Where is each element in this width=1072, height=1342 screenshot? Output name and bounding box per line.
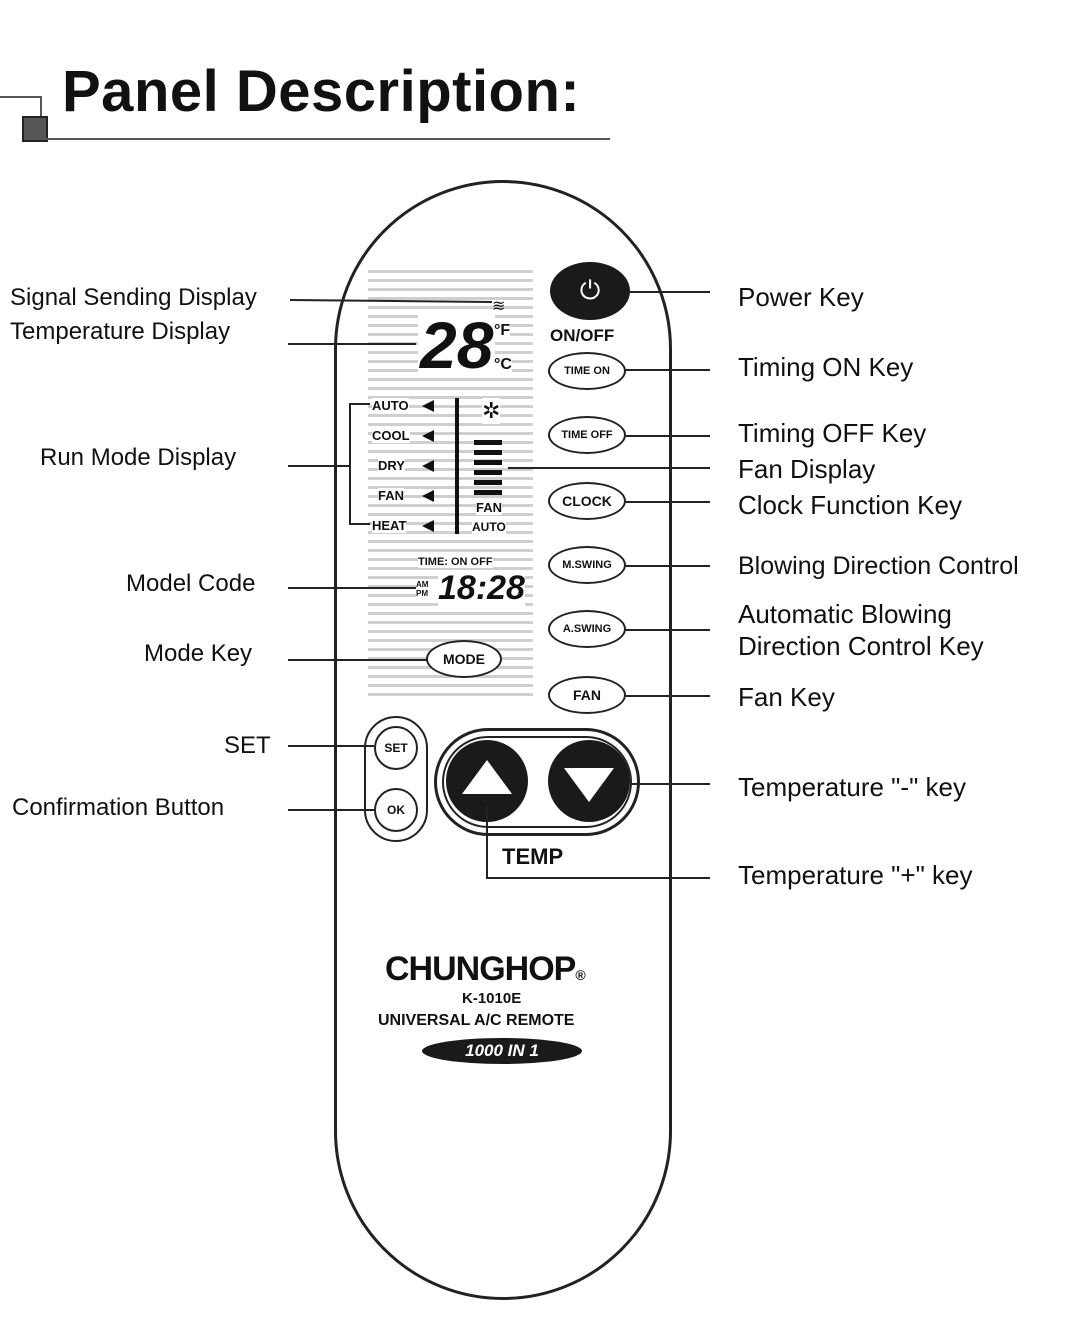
label-set: SET [224, 732, 271, 759]
remote-body [334, 180, 672, 1300]
lcd-mode-auto: AUTO [372, 398, 409, 413]
heading-rule [40, 138, 610, 140]
lcd-fan-auto: AUTO [472, 520, 506, 534]
fan-speed-bars [474, 440, 502, 495]
label-signal-sending: Signal Sending Display [10, 284, 257, 311]
label-mode-key: Mode Key [144, 640, 253, 667]
remote-description: UNIVERSAL A/C REMOTE [378, 1012, 575, 1029]
power-label: ON/OFF [550, 326, 615, 345]
lcd-timer-label: TIME: ON OFF [418, 556, 493, 568]
signal-icon: ≋ [492, 298, 506, 315]
leader-signal [289, 299, 493, 303]
lcd-am-pm: AM PM [416, 580, 438, 598]
mode-arrow-cool [422, 430, 434, 442]
label-fan-display: Fan Display [738, 454, 876, 484]
mode-arrow-fan [422, 490, 434, 502]
lcd-unit-f: °F [494, 322, 511, 340]
temp-label: TEMP [502, 844, 564, 869]
temp-down-button[interactable] [548, 740, 630, 822]
label-temperature-display: Temperature Display [10, 318, 231, 345]
page-title: Panel Description: [62, 59, 581, 124]
label-model-code: Model Code [126, 570, 256, 597]
lcd-fan-label: FAN [476, 500, 502, 515]
label-temp-plus: Temperature "+" key [738, 860, 973, 890]
label-clock-function: Clock Function Key [738, 490, 962, 520]
heading-marker-icon [22, 116, 48, 142]
label-confirmation: Confirmation Button [12, 794, 225, 821]
leader-temp-plus [486, 806, 710, 879]
time-off-button[interactable]: TIME OFF [548, 416, 626, 454]
label-run-mode: Run Mode Display [40, 444, 237, 471]
label-fan-key: Fan Key [738, 682, 835, 712]
label-temp-minus: Temperature "-" key [738, 772, 966, 802]
lcd-mode-dry: DRY [378, 458, 405, 473]
temp-button-frame-inner [442, 736, 632, 828]
capacity-badge: 1000 IN 1 [422, 1038, 582, 1064]
mode-arrow-dry [422, 460, 434, 472]
mode-arrow-auto [422, 400, 434, 412]
up-arrow-icon [462, 760, 512, 794]
label-auto-blowing: Automatic Blowing Direction Control Key [738, 599, 984, 661]
label-timing-off: Timing OFF Key [738, 418, 927, 448]
model-number: K-1010E [462, 990, 522, 1007]
heading-corner-line [0, 96, 42, 98]
m-swing-button[interactable]: M.SWING [548, 546, 626, 584]
fan-button[interactable]: FAN [548, 676, 626, 714]
set-button[interactable]: SET [374, 726, 418, 770]
down-arrow-icon [564, 768, 614, 802]
label-blowing-direction: Blowing Direction Control [738, 552, 1019, 580]
brand-mark: ® [575, 967, 585, 983]
label-power-key: Power Key [738, 282, 864, 312]
mode-arrow-heat [422, 520, 434, 532]
brand-logo: CHUNGHOP® [385, 950, 586, 989]
set-ok-frame [364, 716, 428, 842]
lcd-divider [455, 398, 459, 534]
clock-button[interactable]: CLOCK [548, 482, 626, 520]
lcd-mode-cool: COOL [372, 428, 410, 443]
temp-button-frame [434, 728, 640, 836]
power-icon: ⏻ [579, 275, 601, 305]
lcd-mode-heat: HEAT [372, 518, 407, 533]
fan-blade-icon: ✲ [482, 398, 501, 424]
lcd-unit-c: °C [494, 356, 512, 374]
ok-button[interactable]: OK [374, 788, 418, 832]
a-swing-button[interactable]: A.SWING [548, 610, 626, 648]
brand-name: CHUNGHOP [385, 950, 576, 988]
lcd-temperature: 28 [418, 308, 496, 382]
power-button[interactable]: ⏻ [550, 262, 630, 320]
label-timing-on: Timing ON Key [738, 352, 914, 382]
lcd-mode-fan: FAN [378, 488, 404, 503]
time-on-button[interactable]: TIME ON [548, 352, 626, 390]
lcd-clock: 18:28 [438, 569, 525, 607]
run-mode-bracket [349, 403, 370, 525]
